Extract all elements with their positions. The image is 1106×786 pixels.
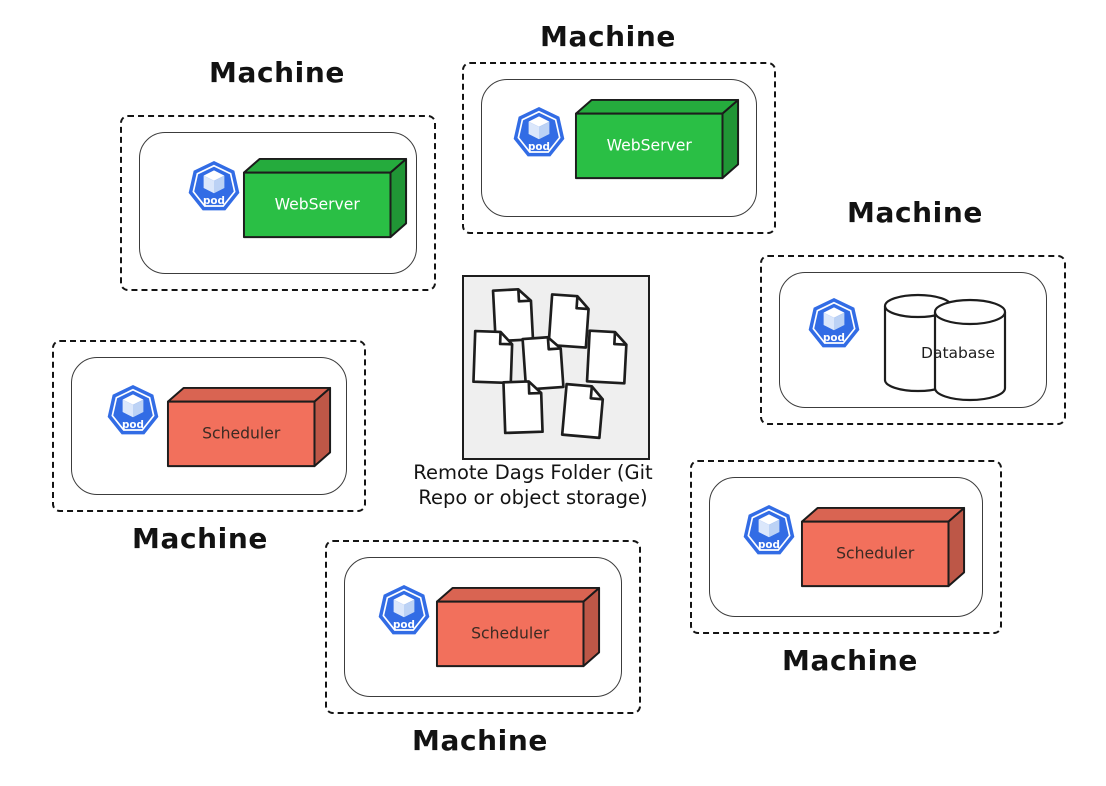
- scheduler-box-label: Scheduler: [471, 625, 550, 643]
- database-label: Database: [921, 344, 995, 362]
- pod-icon-label: pod: [393, 619, 415, 631]
- dags-caption-line1: Remote Dags Folder (Git: [413, 461, 653, 484]
- pod-icon: pod: [377, 584, 431, 638]
- dags-caption-line2: Repo or object storage): [418, 486, 648, 510]
- machine-scheduler-2: pod Scheduler: [325, 540, 641, 714]
- pod-icon: pod: [512, 106, 566, 160]
- pod-icon-label: pod: [823, 332, 845, 344]
- document-icon: [469, 328, 517, 386]
- machine-inner-frame: [139, 132, 417, 274]
- machine-label: Machine: [846, 196, 983, 229]
- machine-inner-frame: [709, 477, 983, 617]
- cube-icon: [122, 394, 144, 418]
- machine-scheduler-1: pod Scheduler: [52, 340, 366, 512]
- machine-webserver-2: pod WebServer: [462, 62, 776, 234]
- pod-icon: pod: [187, 160, 241, 214]
- machine-inner-frame: [344, 557, 622, 697]
- scheduler-box: Scheduler: [166, 386, 334, 470]
- machine-label: Machine: [208, 56, 345, 89]
- document-icon: [558, 381, 609, 441]
- pod-icon: pod: [106, 384, 160, 438]
- pod-icon: pod: [807, 297, 861, 351]
- scheduler-box: Scheduler: [800, 506, 968, 590]
- machine-label: Machine: [781, 644, 918, 677]
- document-icon: [489, 286, 538, 344]
- webserver-box-label: WebServer: [275, 196, 361, 214]
- webserver-box: WebServer: [242, 157, 410, 241]
- scheduler-box: Scheduler: [435, 586, 603, 670]
- document-icon: [583, 328, 632, 386]
- pod-icon-label: pod: [122, 419, 144, 431]
- machine-label: Machine: [539, 20, 676, 53]
- cube-icon: [528, 116, 550, 140]
- scheduler-box-label: Scheduler: [202, 425, 281, 443]
- document-icon: [544, 291, 594, 350]
- webserver-box-label: WebServer: [607, 137, 693, 155]
- pod-icon: pod: [742, 504, 796, 558]
- pod-icon-label: pod: [528, 141, 550, 153]
- machine-label: Machine: [131, 522, 268, 555]
- machine-inner-frame: [481, 79, 757, 217]
- remote-dags-folder: [462, 275, 650, 460]
- pod-icon-label: pod: [203, 195, 225, 207]
- scheduler-box-label: Scheduler: [836, 545, 915, 563]
- webserver-box: WebServer: [574, 98, 742, 182]
- machine-webserver-1: pod WebServer: [120, 115, 436, 291]
- machine-inner-frame: [779, 272, 1047, 408]
- machine-inner-frame: [71, 357, 347, 495]
- machine-database: pod Database: [760, 255, 1066, 425]
- database-cylinder-front: [933, 312, 1007, 402]
- document-icon: [499, 378, 547, 436]
- machine-scheduler-3: pod Scheduler: [690, 460, 1002, 634]
- dags-folder-caption: Remote Dags Folder (Git Repo or object s…: [392, 460, 674, 511]
- cube-icon: [823, 307, 845, 331]
- cube-icon: [203, 170, 225, 194]
- machine-label: Machine: [411, 724, 548, 757]
- database-cylinders: Database: [870, 289, 1020, 409]
- pod-icon-label: pod: [758, 539, 780, 551]
